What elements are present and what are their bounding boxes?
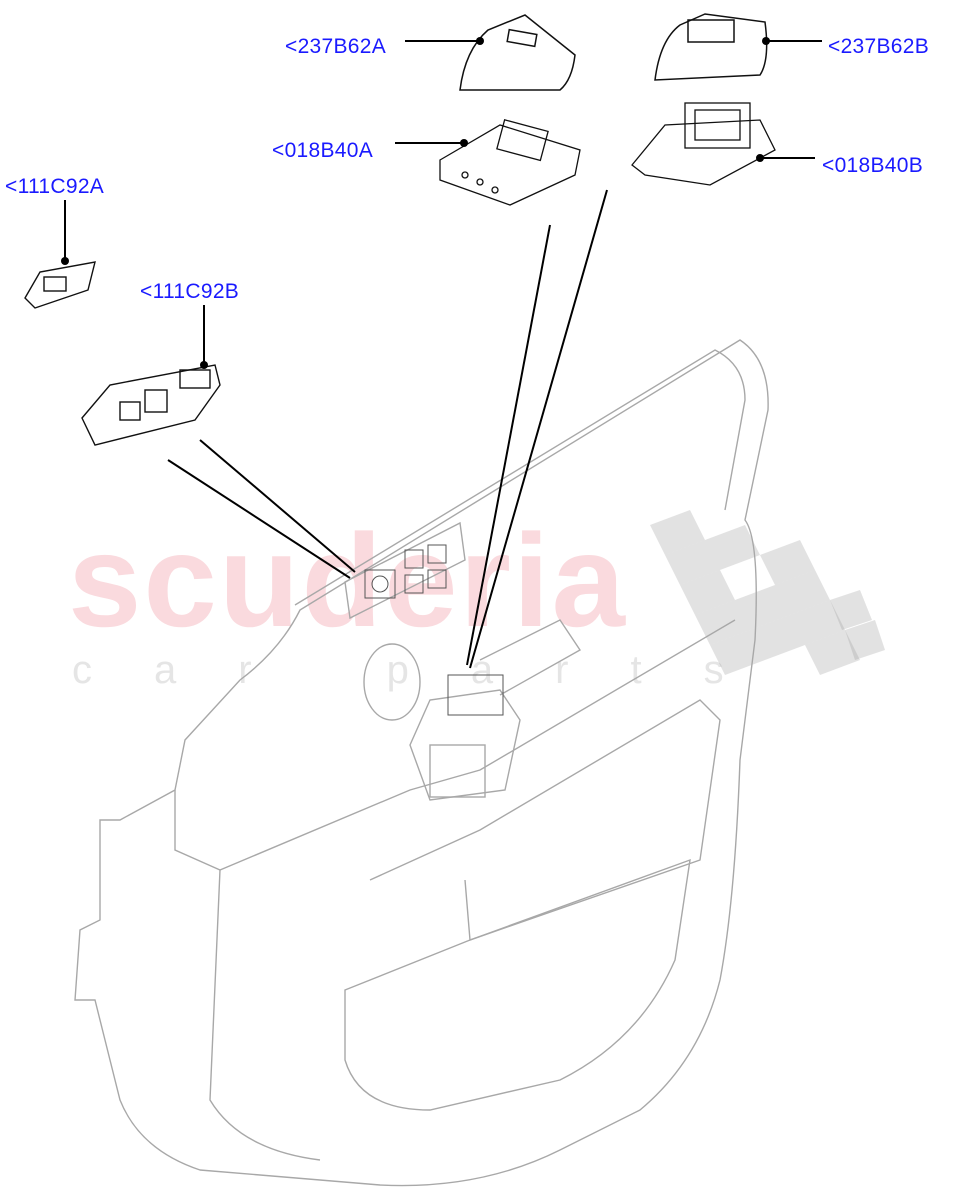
part-237B62B-bezel — [654, 13, 768, 81]
callout-018B40A[interactable]: <018B40A — [272, 139, 374, 162]
door-switch-pack-detail — [364, 544, 504, 716]
part-237B62A-bezel — [459, 14, 576, 91]
watermark-tagline: car parts — [72, 648, 786, 692]
checker-watermark — [650, 510, 885, 675]
leader-dots — [61, 37, 770, 369]
callout-111C92B[interactable]: <111C92B — [140, 280, 240, 303]
part-018B40A-switch-housing — [439, 119, 581, 206]
part-111C92B-switch-pack — [81, 364, 221, 446]
leader-lines — [64, 40, 822, 669]
callout-018B40B[interactable]: <018B40B — [822, 154, 924, 177]
callout-237B62A[interactable]: <237B62A — [285, 35, 387, 58]
part-111C92A-switch — [24, 261, 96, 309]
callout-237B62B[interactable]: <237B62B — [828, 35, 930, 58]
door-trim-panel — [74, 339, 769, 1187]
part-018B40B-switch-housing — [631, 102, 776, 186]
callout-111C92A[interactable]: <111C92A — [5, 175, 105, 198]
